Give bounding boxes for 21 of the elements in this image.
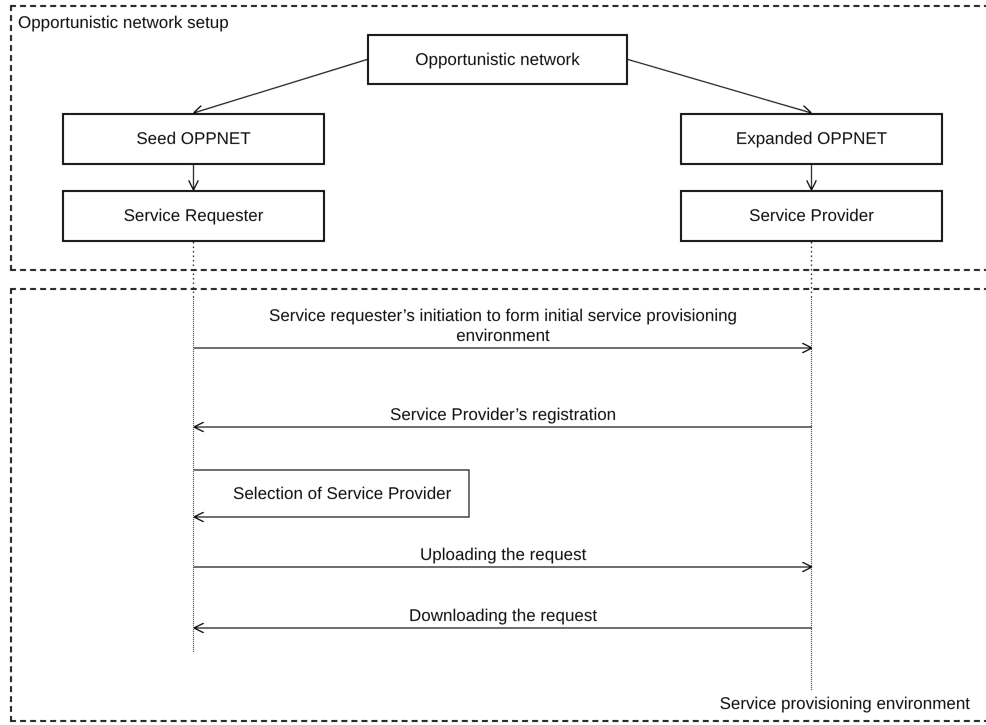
- arrow: [194, 342, 813, 354]
- process-box: Opportunistic network: [367, 34, 628, 85]
- dotted-line: [810, 242, 812, 296]
- lifeline: [811, 296, 813, 690]
- process-box: Service Provider: [680, 190, 943, 242]
- arrow: [628, 58, 812, 116]
- process-box: Expanded OPPNET: [680, 113, 943, 165]
- arrow: [193, 421, 812, 433]
- arrow: [192, 58, 368, 116]
- dotted-line: [192, 242, 194, 296]
- group-title: Service provisioning environment: [720, 694, 970, 714]
- dashed-group-frame: [10, 5, 986, 271]
- arrow: [188, 165, 200, 191]
- arrow: [193, 622, 812, 634]
- arrow: [806, 165, 818, 191]
- process-box: Service Requester: [62, 190, 325, 242]
- lifeline: [193, 296, 195, 652]
- arrow: [194, 561, 813, 573]
- arrow: [193, 469, 470, 523]
- process-box: Seed OPPNET: [62, 113, 325, 165]
- group-title: Opportunistic network setup: [18, 13, 229, 33]
